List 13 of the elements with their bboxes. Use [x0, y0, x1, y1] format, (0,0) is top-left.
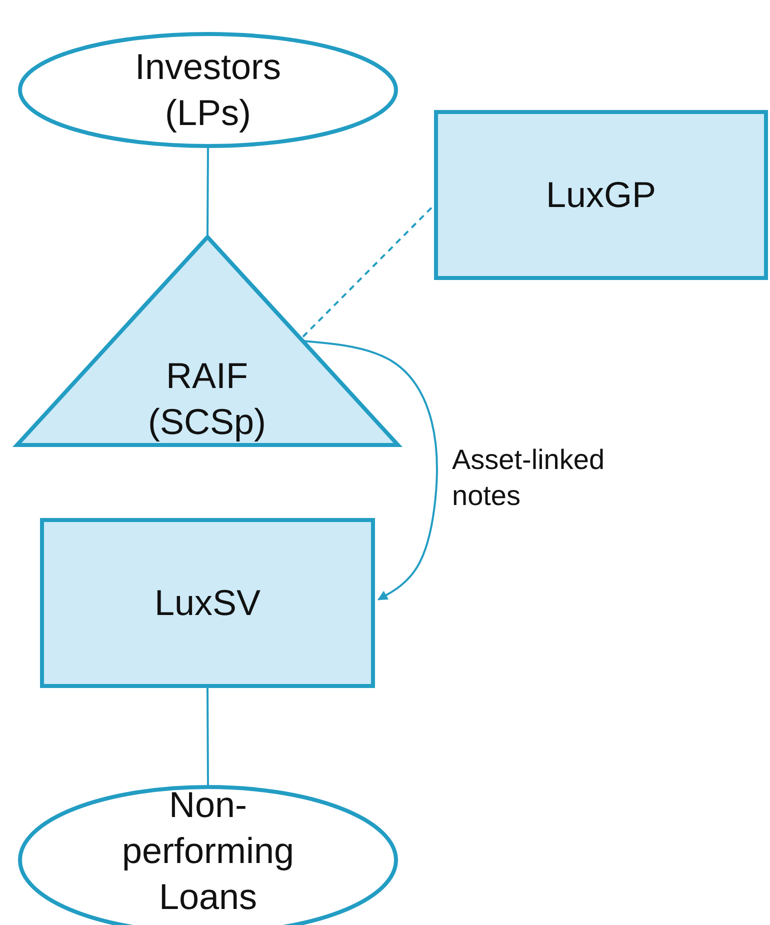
node-label: LuxGP	[544, 173, 658, 217]
connector-line	[206, 688, 209, 785]
entity-box	[40, 518, 375, 688]
node-label: RAIF (SCSp)	[146, 354, 268, 444]
arrow	[304, 340, 438, 600]
node-label: Investors (LPs)	[134, 45, 282, 135]
connector-line	[302, 204, 435, 338]
connector-line	[206, 148, 209, 235]
node-label: Non- performing Loans	[120, 783, 296, 919]
ellipse-node	[18, 32, 398, 148]
entity-box	[434, 110, 768, 280]
fund-triangle	[15, 235, 400, 447]
node-label: LuxSV	[153, 581, 262, 625]
